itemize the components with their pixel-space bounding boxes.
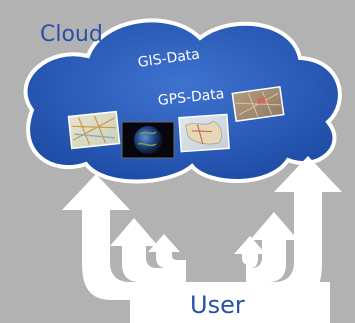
arrow-left-medium [110,218,186,282]
arrow-right-small [234,236,266,268]
user-box [130,282,330,323]
user-label: User [190,291,245,319]
cloud-label: Cloud [40,22,103,47]
globe-thumbnail [121,121,175,159]
europe-map-thumbnail [178,113,230,153]
arrow-right-medium [246,212,298,282]
arrow-left-small [148,234,186,268]
arrow-left-large [62,174,186,300]
aerial-map-thumbnail [231,85,285,123]
street-map-thumbnail [67,110,121,150]
arrow-right-large [246,156,342,300]
upload-arrows [62,156,342,323]
